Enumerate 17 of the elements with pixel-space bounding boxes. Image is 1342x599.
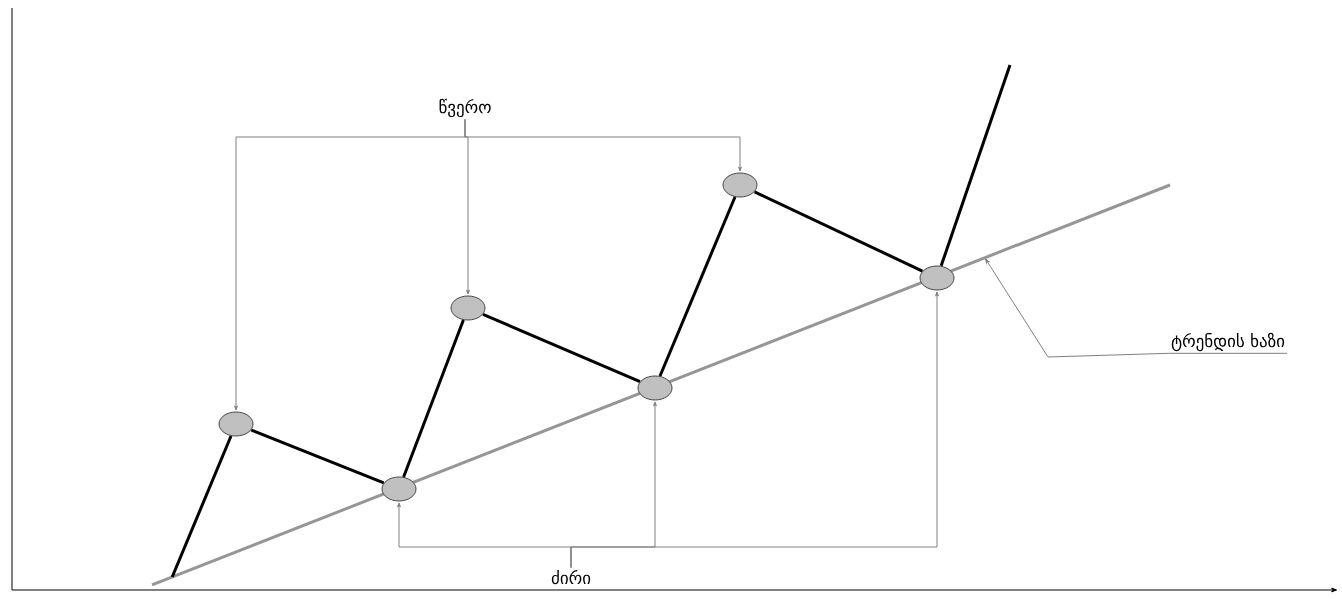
price-line (939, 64, 1012, 267)
point-marker (218, 411, 254, 437)
text-label: ტრენდის ხაზი (1171, 332, 1285, 352)
leader-line (985, 258, 1288, 358)
price-line (482, 313, 641, 383)
leader-line (570, 291, 939, 569)
text-label: წვერო (439, 98, 491, 118)
trend-line (151, 183, 1171, 587)
price-line (250, 428, 385, 485)
text-label: ძირი (551, 569, 591, 585)
point-marker (722, 172, 758, 198)
price-line (753, 190, 924, 273)
price-line (402, 319, 465, 478)
price-line (658, 196, 737, 377)
point-marker (450, 295, 486, 321)
price-line (170, 435, 233, 578)
leader-line (464, 118, 742, 172)
